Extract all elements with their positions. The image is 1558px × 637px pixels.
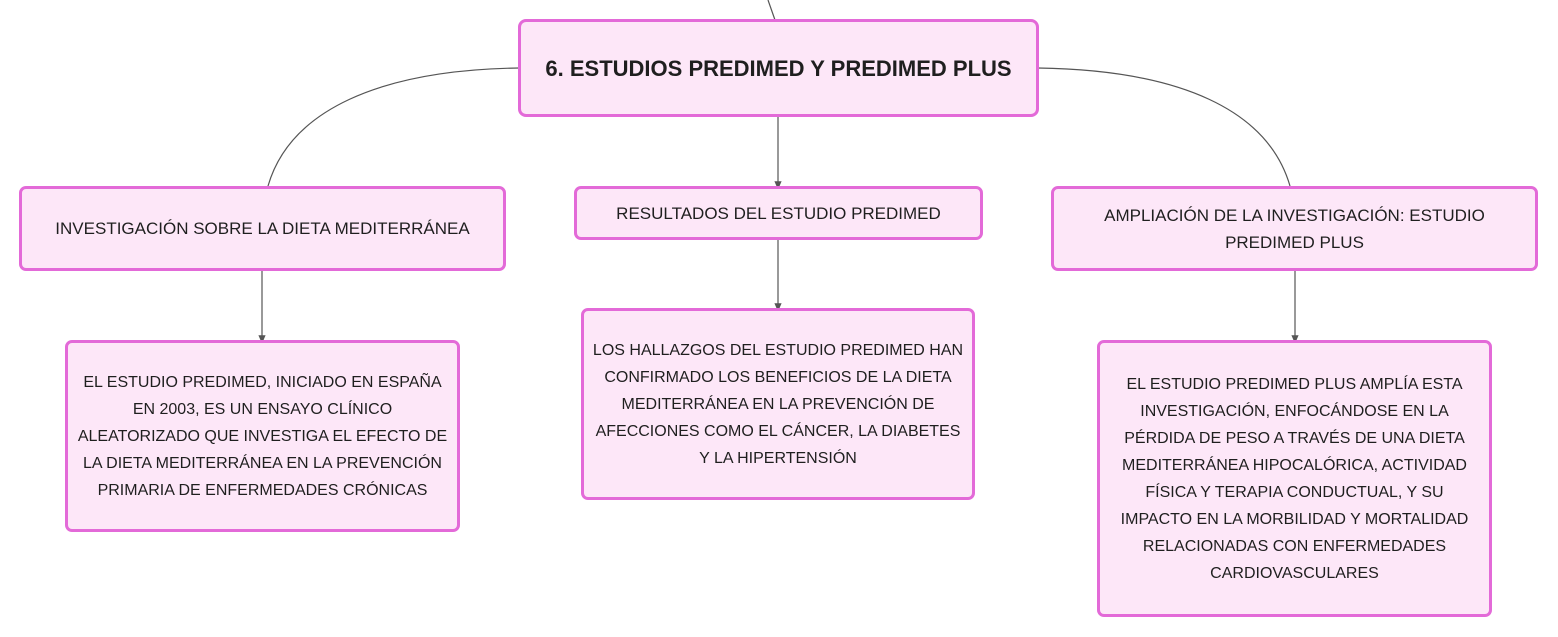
root-node-label: 6. ESTUDIOS PREDIMED Y PREDIMED PLUS — [545, 55, 1012, 81]
detail-node-resultados[interactable]: LOS HALLAZGOS DEL ESTUDIO PREDIMED HAN C… — [581, 308, 975, 500]
branch-node-label: AMPLIACIÓN DE LA INVESTIGACIÓN: ESTUDIO … — [1104, 205, 1485, 252]
detail-node-text: EL ESTUDIO PREDIMED PLUS AMPLÍA ESTA INV… — [1120, 375, 1469, 582]
root-node[interactable]: 6. ESTUDIOS PREDIMED Y PREDIMED PLUS — [518, 19, 1039, 117]
detail-node-investigacion[interactable]: EL ESTUDIO PREDIMED, INICIADO EN ESPAÑA … — [65, 340, 460, 532]
connector-parent-to-root — [767, 0, 776, 21]
branch-node-label: INVESTIGACIÓN SOBRE LA DIETA MEDITERRÁNE… — [55, 219, 470, 238]
connector-root-to-left-branch — [267, 67, 520, 187]
branch-node-resultados[interactable]: RESULTADOS DEL ESTUDIO PREDIMED — [574, 186, 983, 240]
branch-node-investigacion[interactable]: INVESTIGACIÓN SOBRE LA DIETA MEDITERRÁNE… — [19, 186, 506, 271]
detail-node-ampliacion[interactable]: EL ESTUDIO PREDIMED PLUS AMPLÍA ESTA INV… — [1097, 340, 1492, 617]
detail-node-text: EL ESTUDIO PREDIMED, INICIADO EN ESPAÑA … — [77, 373, 448, 499]
branch-node-ampliacion[interactable]: AMPLIACIÓN DE LA INVESTIGACIÓN: ESTUDIO … — [1051, 186, 1538, 271]
connector-root-to-right-branch — [1037, 67, 1291, 187]
branch-node-label: RESULTADOS DEL ESTUDIO PREDIMED — [616, 203, 941, 223]
detail-node-text: LOS HALLAZGOS DEL ESTUDIO PREDIMED HAN C… — [592, 341, 964, 467]
